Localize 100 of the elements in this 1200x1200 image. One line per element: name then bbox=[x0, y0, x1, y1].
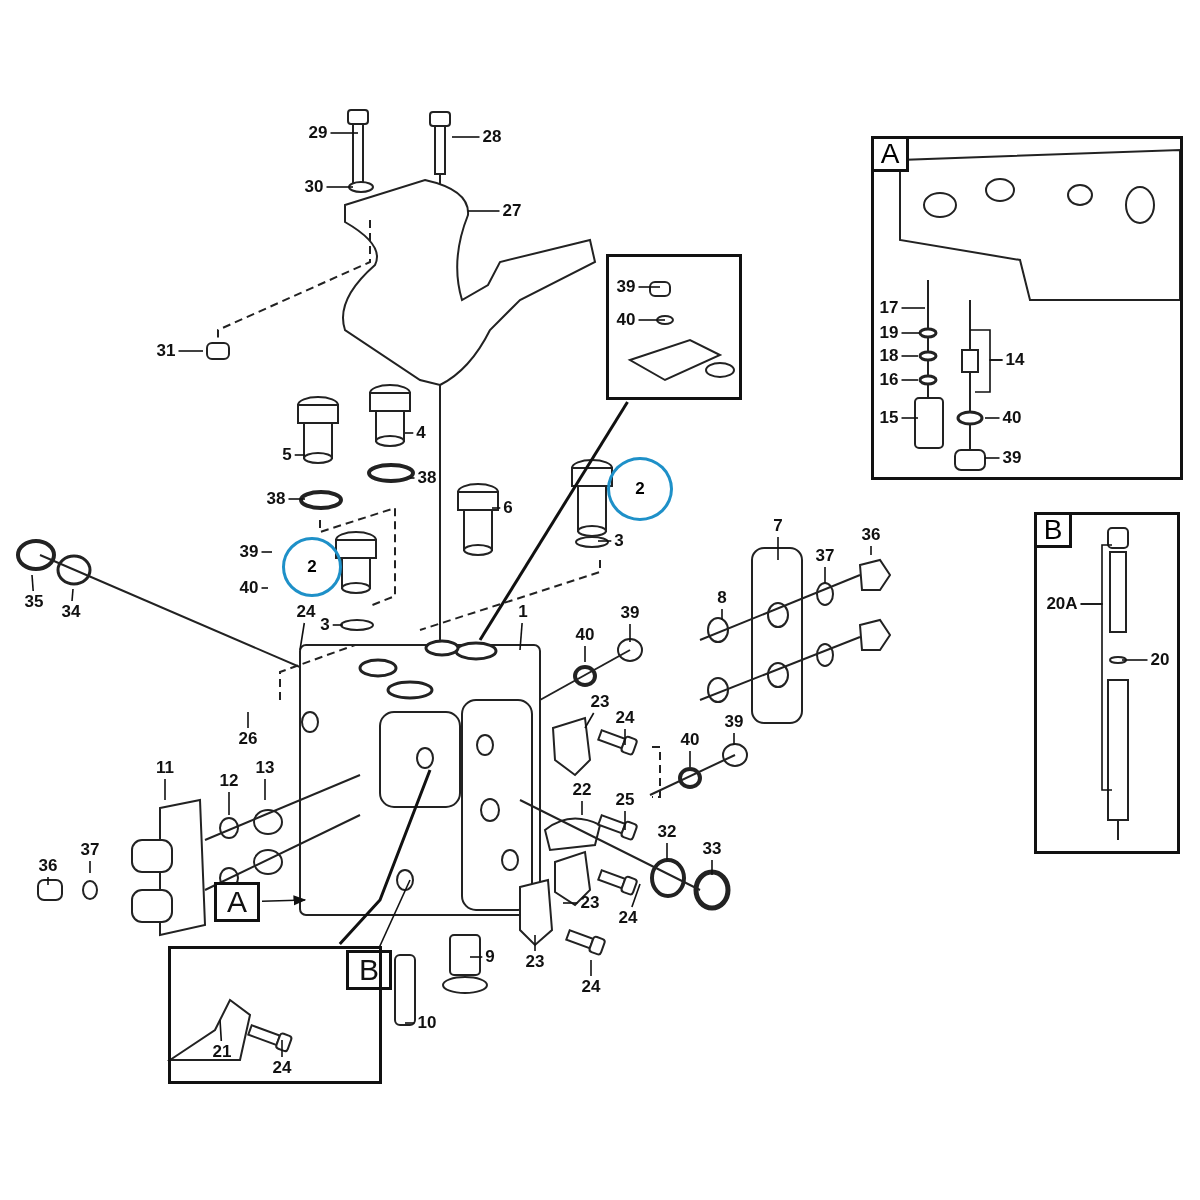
leader-line bbox=[329, 132, 359, 134]
leader-line bbox=[325, 186, 354, 188]
leader-line bbox=[870, 545, 872, 556]
leader-line bbox=[338, 769, 432, 945]
leader-line bbox=[824, 566, 826, 584]
callout-number: 24 bbox=[617, 909, 639, 927]
callout-number: 24 bbox=[580, 978, 602, 996]
view-label: A bbox=[214, 882, 260, 922]
callout-number: 5 bbox=[281, 446, 293, 464]
leader-line bbox=[900, 332, 921, 334]
leader-line bbox=[47, 876, 49, 886]
callout-number: 40 bbox=[574, 626, 596, 644]
callout-number: 11 bbox=[155, 759, 175, 777]
leader-line bbox=[900, 417, 919, 419]
leader-line bbox=[287, 498, 306, 500]
leader-line bbox=[984, 457, 1001, 459]
detail-inset bbox=[1034, 512, 1180, 854]
arrow bbox=[261, 895, 307, 906]
leader-line bbox=[584, 645, 586, 663]
callout-number: 33 bbox=[701, 840, 723, 858]
callout-number: 3 bbox=[319, 616, 331, 634]
callout-number: 14 bbox=[1004, 351, 1026, 369]
leader-line bbox=[31, 574, 34, 592]
leader-line bbox=[519, 622, 523, 651]
leader-line bbox=[777, 536, 779, 561]
callout-number: 23 bbox=[524, 953, 546, 971]
callout-number: 28 bbox=[481, 128, 503, 146]
leader-line bbox=[900, 355, 919, 357]
leader-line bbox=[624, 810, 626, 831]
callout-number: 39 bbox=[615, 278, 637, 296]
callout-number: 9 bbox=[484, 948, 496, 966]
callout-number: 27 bbox=[501, 202, 523, 220]
callout-number: 15 bbox=[878, 409, 900, 427]
callout-number: 20A bbox=[1045, 595, 1079, 613]
leader-line bbox=[733, 732, 735, 746]
leader-line bbox=[293, 454, 306, 456]
leader-line bbox=[164, 778, 166, 801]
callout-number: 24 bbox=[614, 709, 636, 727]
leader-line bbox=[900, 379, 919, 381]
callout-number: 40 bbox=[238, 579, 260, 597]
callout-number: 3 bbox=[613, 532, 625, 550]
leader-line bbox=[404, 432, 415, 434]
leader-line bbox=[478, 401, 629, 641]
leader-line bbox=[721, 608, 723, 621]
callout-number: 37 bbox=[814, 547, 836, 565]
leader-line bbox=[629, 623, 631, 643]
callout-number: 7 bbox=[772, 517, 784, 535]
callout-number: 34 bbox=[60, 603, 82, 621]
leader-line bbox=[469, 956, 484, 958]
leader-line bbox=[581, 800, 583, 816]
leader-line bbox=[451, 136, 481, 138]
view-label: B bbox=[346, 950, 392, 990]
leader-line bbox=[984, 417, 1001, 419]
leader-line bbox=[247, 711, 249, 729]
callout-number: 4 bbox=[415, 424, 427, 442]
callout-number: 24 bbox=[295, 603, 317, 621]
callout-number: 16 bbox=[878, 371, 900, 389]
leader-line bbox=[900, 307, 926, 309]
callout-number: 10 bbox=[416, 1014, 438, 1032]
leader-line bbox=[1121, 659, 1149, 661]
leader-line bbox=[689, 750, 691, 768]
leader-line bbox=[228, 791, 230, 816]
callout-number: 30 bbox=[303, 178, 325, 196]
callout-number: 8 bbox=[716, 589, 728, 607]
callout-number: 18 bbox=[878, 347, 900, 365]
callout-number: 37 bbox=[79, 841, 101, 859]
callout-number: 39 bbox=[723, 713, 745, 731]
leader-line bbox=[219, 1019, 223, 1042]
callout-number: 12 bbox=[218, 772, 240, 790]
leader-line bbox=[597, 540, 613, 542]
callout-number: 36 bbox=[37, 857, 59, 875]
detail-inset bbox=[168, 946, 382, 1084]
leader-line bbox=[378, 879, 411, 949]
callout-number: 38 bbox=[416, 469, 438, 487]
leader-line bbox=[71, 588, 74, 602]
leader-line bbox=[260, 587, 269, 589]
callout-number: 26 bbox=[237, 730, 259, 748]
circled-callout: 2 bbox=[607, 457, 673, 521]
callout-number: 23 bbox=[579, 894, 601, 912]
leader-line bbox=[467, 210, 501, 212]
callout-number: 21 bbox=[211, 1043, 233, 1061]
detail-inset bbox=[871, 136, 1183, 480]
callout-number: 24 bbox=[271, 1059, 293, 1077]
leader-line bbox=[637, 319, 666, 321]
callout-number: 40 bbox=[1001, 409, 1023, 427]
callout-number: 1 bbox=[517, 603, 529, 621]
callout-number: 35 bbox=[23, 593, 45, 611]
callout-number: 39 bbox=[1001, 449, 1023, 467]
leader-line bbox=[264, 778, 266, 801]
callout-number: 31 bbox=[155, 342, 177, 360]
leader-line bbox=[534, 934, 536, 952]
leader-line bbox=[260, 551, 273, 553]
leader-line bbox=[89, 860, 91, 874]
callout-number: 32 bbox=[656, 823, 678, 841]
leader-line bbox=[177, 350, 204, 352]
leader-line bbox=[299, 622, 306, 651]
callout-number: 29 bbox=[307, 124, 329, 142]
callout-number: 36 bbox=[860, 526, 882, 544]
leader-line bbox=[974, 359, 1004, 393]
leader-line bbox=[1079, 603, 1113, 791]
